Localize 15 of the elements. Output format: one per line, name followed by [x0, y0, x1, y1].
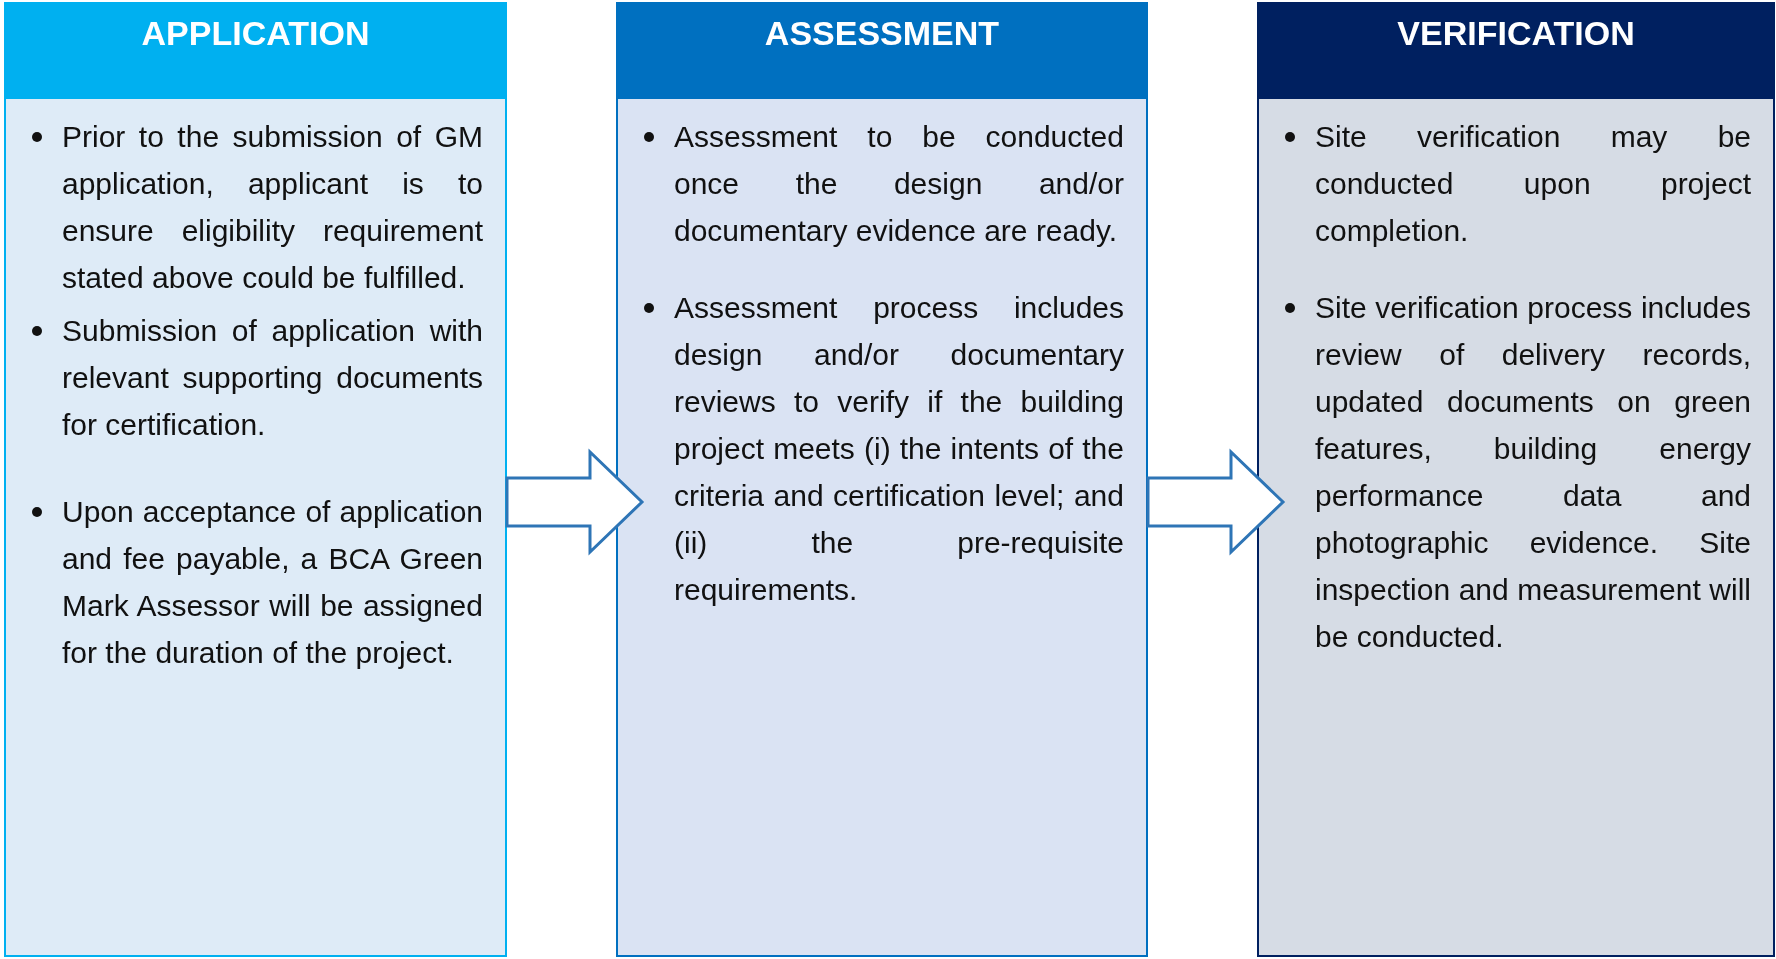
column-heading: VERIFICATION [1397, 14, 1635, 53]
column-heading: ASSESSMENT [764, 14, 1000, 53]
bullet-text: Submission of application with relevant supporting documents for certification. [62, 313, 483, 443]
block-arrow [505, 448, 645, 556]
process-column [1257, 2, 1775, 957]
column-heading: APPLICATION [141, 14, 370, 53]
bullet-text: Site verification process includes review of delivery records, updated documents on green features, building energy performance data and photographic evidence. Site inspection and measurement will be conducted. [1315, 290, 1751, 655]
process-column [616, 2, 1148, 957]
block-arrow [1146, 448, 1286, 556]
bullet-text: Prior to the submission of GM application, applicant is to ensure eligibility requirement stated above could be fulfilled. [62, 119, 483, 296]
bullet-text: Site verification may be conducted upon project completion. [1315, 119, 1751, 249]
bullet-text: Assessment process includes design and/or documentary reviews to verify if the building project meets (i) the intents of the criteria and certification level; and (ii) the pre-requisite requirements. [674, 290, 1124, 608]
bullet-text: Upon acceptance of application and fee payable, a BCA Green Mark Assessor will be assigned for the duration of the project. [62, 494, 483, 671]
bullet-text: Assessment to be conducted once the design and/or documentary evidence are ready. [674, 119, 1124, 249]
process-column [4, 2, 507, 957]
